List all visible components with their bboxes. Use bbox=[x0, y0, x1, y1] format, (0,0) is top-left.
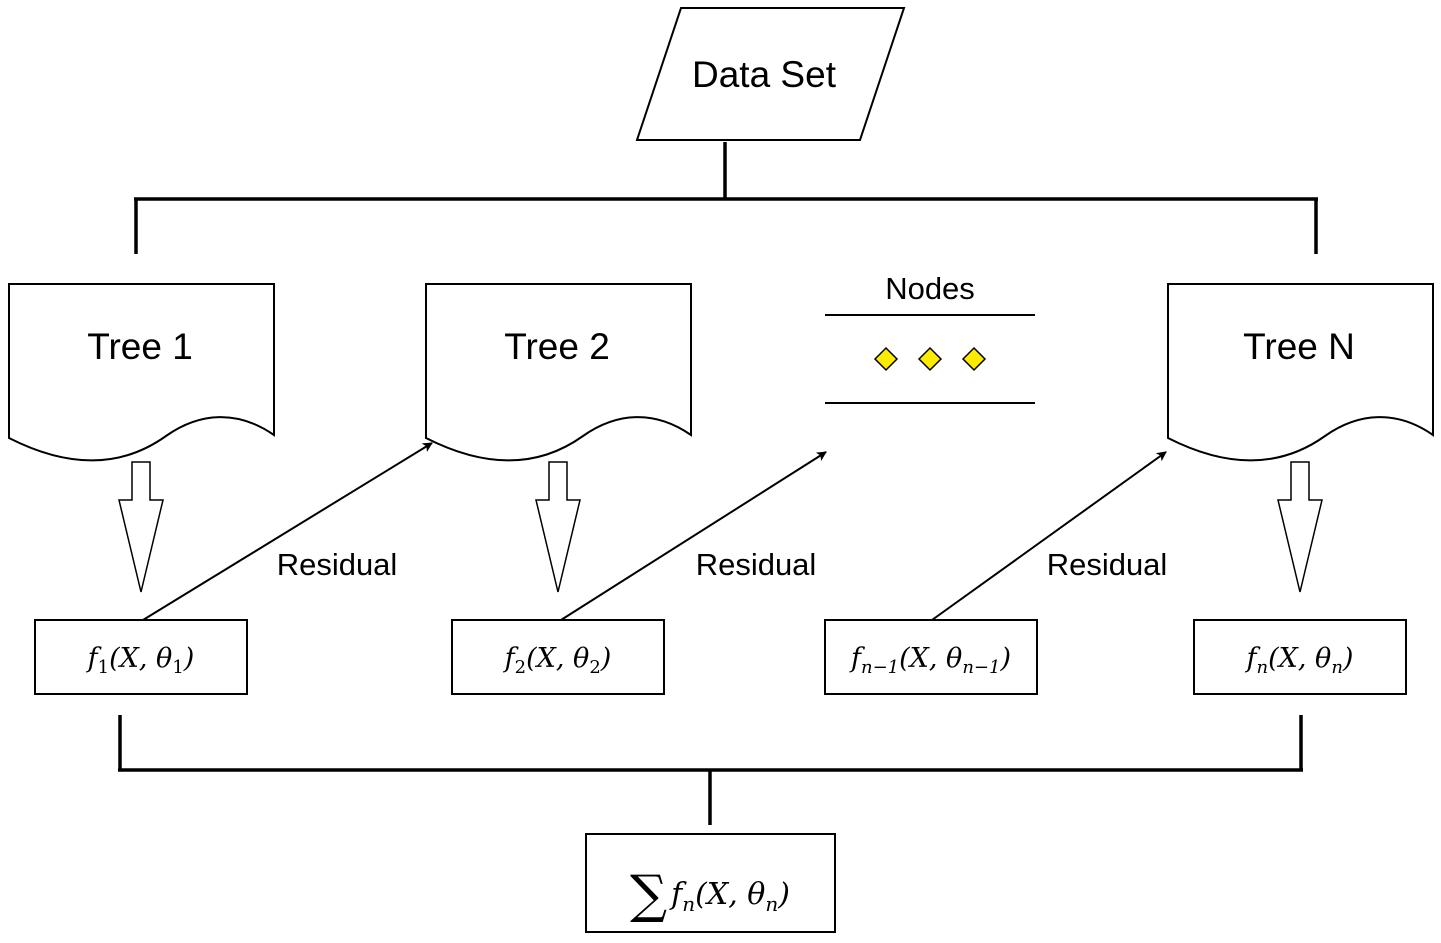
nodes-label: Nodes bbox=[885, 271, 975, 306]
sum-sub: n bbox=[682, 892, 695, 916]
residual-arrows bbox=[142, 442, 1167, 621]
residual-label-1: Residual bbox=[277, 547, 398, 582]
data-set-label: Data Set bbox=[692, 54, 837, 95]
function-n-args: (X, θ bbox=[1268, 643, 1331, 674]
tree-2-node: Tree 2 bbox=[425, 283, 692, 462]
residual-arrow-3 bbox=[931, 451, 1167, 621]
data-set-shape bbox=[635, 7, 906, 141]
node-markers bbox=[873, 346, 987, 372]
function-2-close: ) bbox=[600, 643, 612, 674]
nodes-block: Nodes bbox=[825, 271, 1035, 404]
function-n-minus-1-rect bbox=[824, 619, 1038, 695]
tree-n-node: Tree N bbox=[1167, 283, 1434, 462]
tree-2-down-arrow bbox=[535, 461, 581, 593]
function-1-args: (X, θ bbox=[109, 643, 172, 674]
function-n-close: ) bbox=[1342, 643, 1354, 674]
function-2-arg-sub: 2 bbox=[589, 657, 600, 678]
function-1-close: ) bbox=[183, 643, 195, 674]
residual-label-3: Residual bbox=[1047, 547, 1168, 582]
function-n-minus-1-sub: n−1 bbox=[861, 657, 899, 678]
sum-args: (X, θ bbox=[695, 877, 765, 912]
tree-n-label: Tree N bbox=[1243, 326, 1355, 367]
function-n-box: fn(X, θn) bbox=[1193, 619, 1407, 695]
function-2-f: f bbox=[503, 643, 519, 674]
function-n-rect bbox=[1193, 619, 1407, 695]
function-2-label: f2(X, θ2) bbox=[503, 643, 612, 678]
function-1-label: f1(X, θ1) bbox=[86, 643, 195, 678]
top-bracket bbox=[134, 142, 1318, 254]
sum-box: ∑fn(X, θn) bbox=[585, 833, 836, 933]
residual-labels: Residual Residual Residual bbox=[277, 547, 1168, 582]
function-n-minus-1-args: (X, θ bbox=[899, 643, 962, 674]
sum-label: ∑fn(X, θn) bbox=[630, 865, 790, 925]
residual-label-2: Residual bbox=[696, 547, 817, 582]
function-n-minus-1-f: f bbox=[849, 643, 865, 674]
function-2-args: (X, θ bbox=[526, 643, 589, 674]
function-2-box: f2(X, θ2) bbox=[451, 619, 665, 695]
function-n-minus-1-close: ) bbox=[999, 643, 1011, 674]
tree-n-shape bbox=[1167, 283, 1434, 462]
data-set-node: Data Set bbox=[635, 7, 906, 141]
tree-2-shape bbox=[425, 283, 692, 462]
sum-arg-sub: n bbox=[765, 892, 778, 916]
function-2-sub: 2 bbox=[515, 657, 526, 678]
sum-rect bbox=[585, 833, 836, 933]
function-n-label: fn(X, θn) bbox=[1245, 643, 1354, 678]
function-1-f: f bbox=[86, 643, 102, 674]
tree-1-node: Tree 1 bbox=[8, 283, 275, 462]
function-n-arg-sub: n bbox=[1331, 657, 1343, 678]
residual-arrow-1 bbox=[142, 442, 433, 621]
tree-1-label: Tree 1 bbox=[87, 326, 193, 367]
sum-close: ) bbox=[777, 877, 790, 912]
function-n-minus-1-box: fn−1(X, θn−1) bbox=[824, 619, 1038, 695]
bottom-bracket bbox=[118, 715, 1303, 825]
tree-1-shape bbox=[8, 283, 275, 462]
function-n-minus-1-arg-sub: n−1 bbox=[962, 657, 1000, 678]
function-n-f: f bbox=[1245, 643, 1261, 674]
node-diamond-icon bbox=[873, 346, 899, 372]
node-diamond-icon bbox=[961, 346, 987, 372]
node-diamond-icon bbox=[917, 346, 943, 372]
tree-1-down-arrow bbox=[118, 461, 164, 593]
function-n-minus-1-label: fn−1(X, θn−1) bbox=[849, 643, 1011, 678]
function-1-rect bbox=[34, 619, 248, 695]
tree-2-label: Tree 2 bbox=[504, 326, 610, 367]
function-2-rect bbox=[451, 619, 665, 695]
sum-symbol: ∑ bbox=[630, 865, 667, 925]
function-1-sub: 1 bbox=[98, 657, 109, 678]
residual-arrow-2 bbox=[560, 451, 827, 621]
tree-n-down-arrow bbox=[1277, 461, 1323, 593]
down-arrows bbox=[118, 461, 1323, 593]
function-n-sub: n bbox=[1257, 657, 1269, 678]
function-1-arg-sub: 1 bbox=[172, 657, 183, 678]
function-1-box: f1(X, θ1) bbox=[34, 619, 248, 695]
